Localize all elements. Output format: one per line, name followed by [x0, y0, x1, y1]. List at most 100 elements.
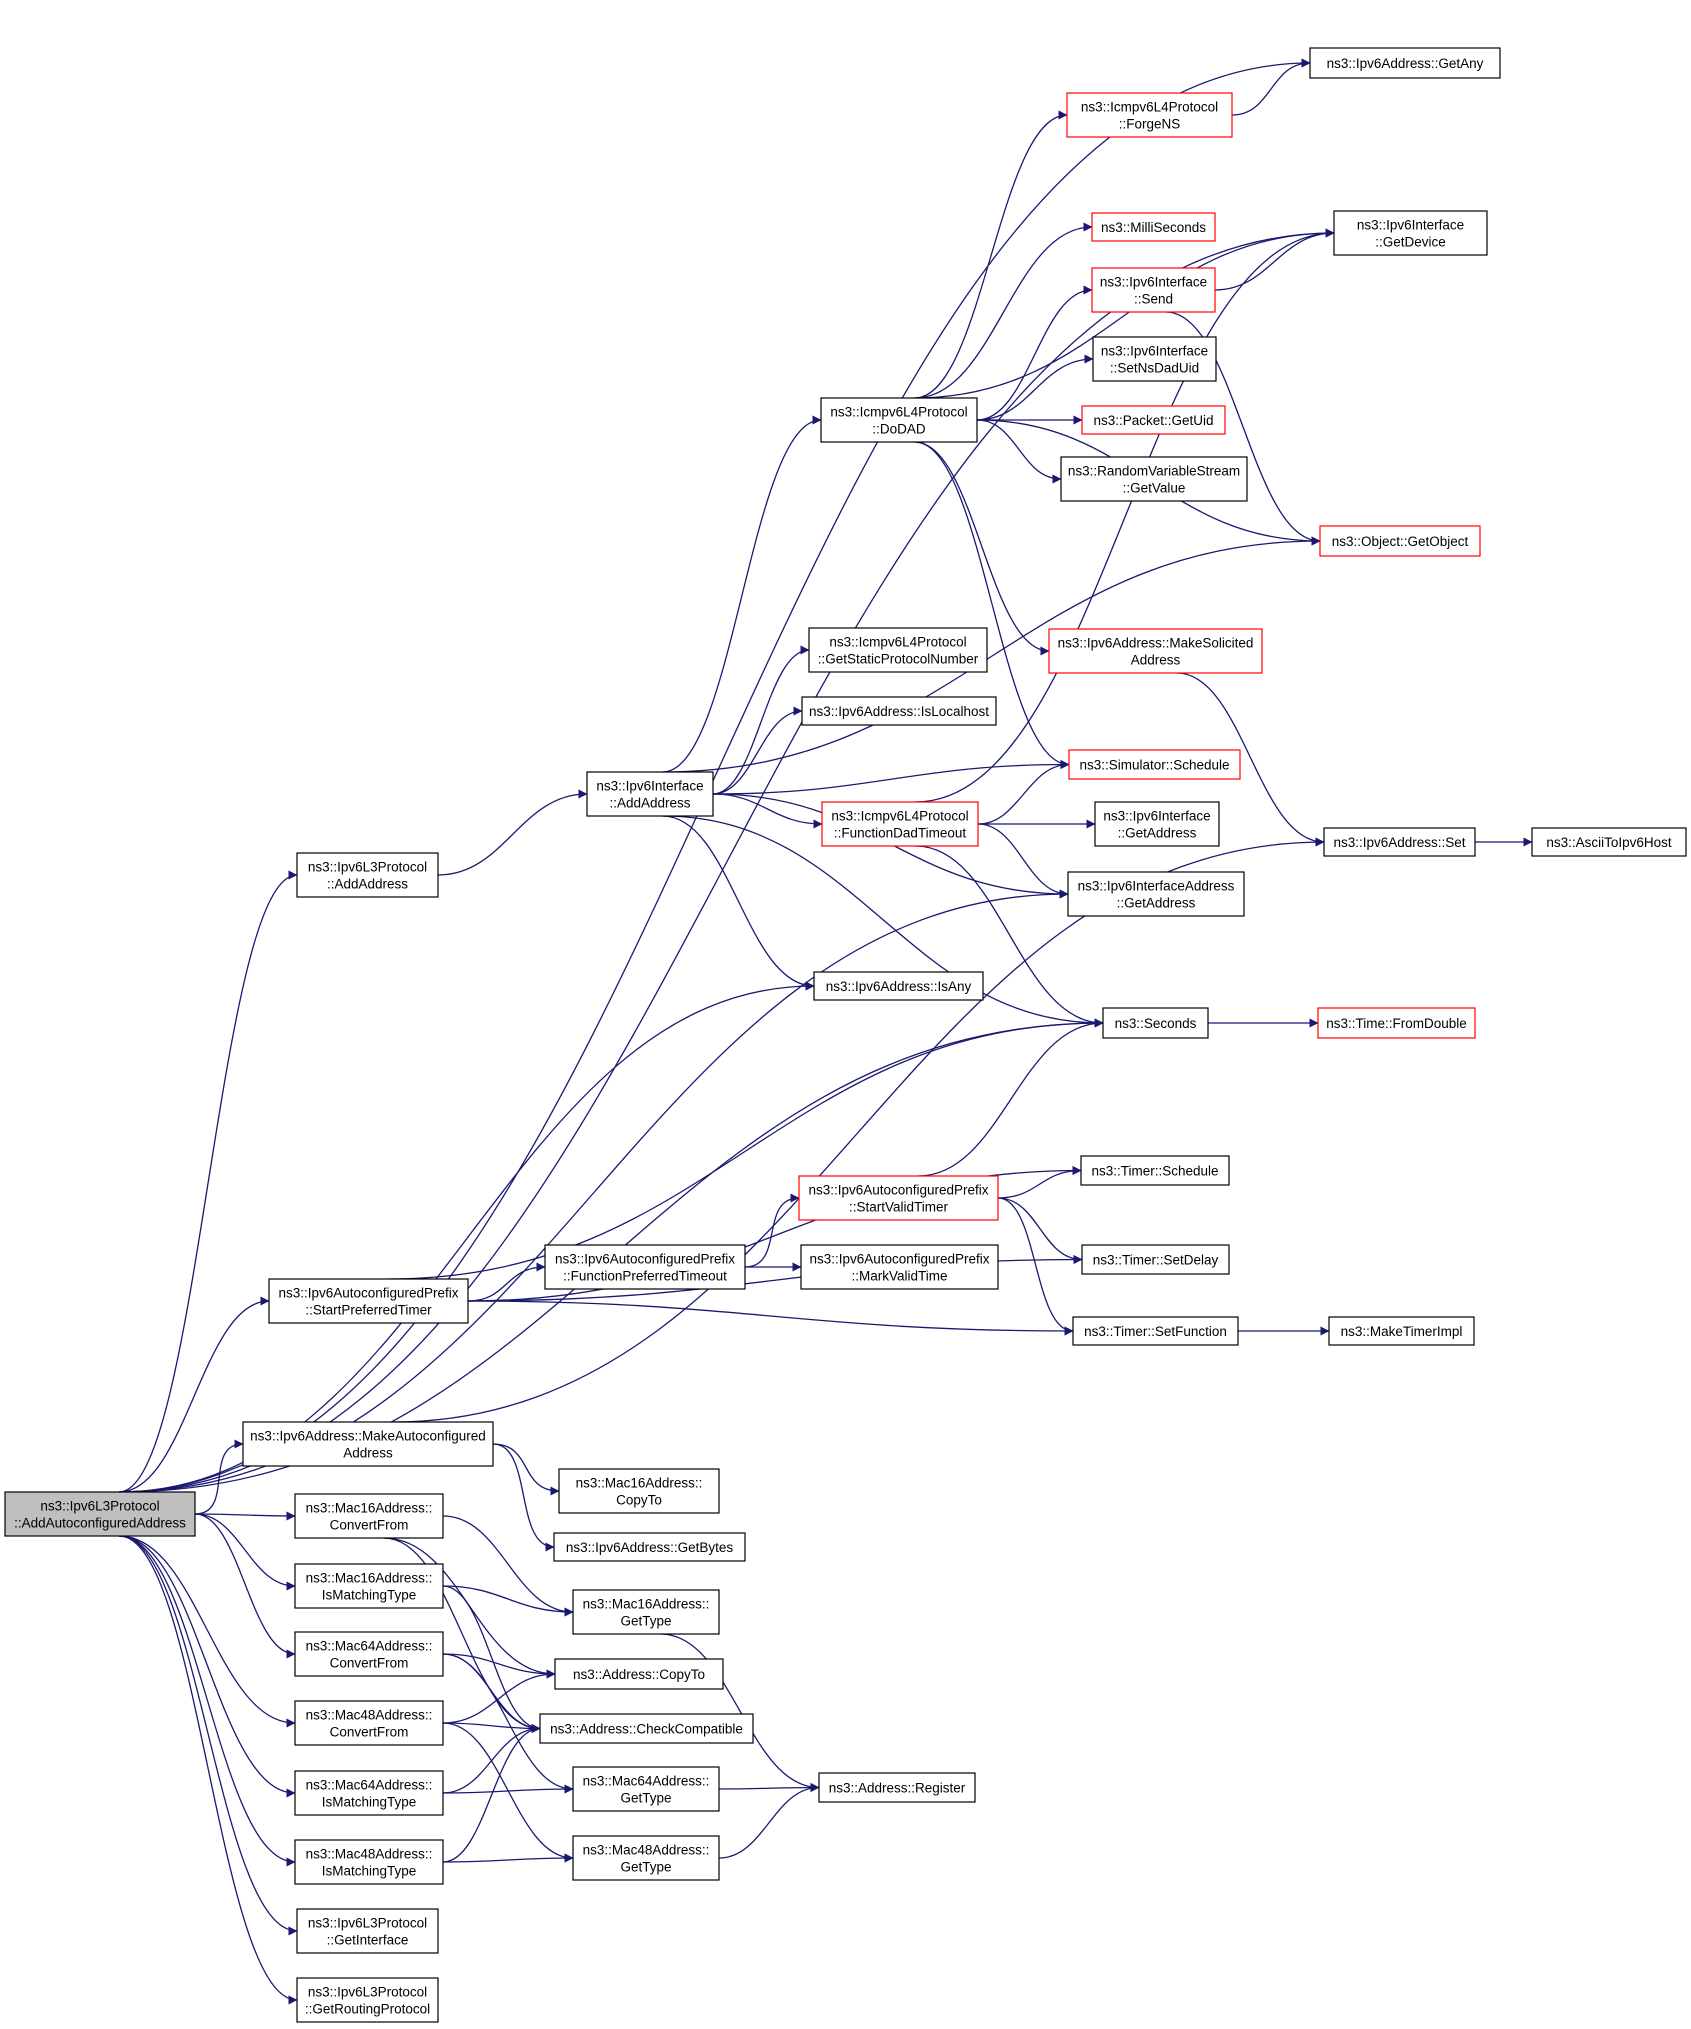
node-isany[interactable]: ns3::Ipv6Address::IsAny — [813, 971, 984, 1001]
edge-ifaddaddr-to-isany — [662, 815, 815, 991]
node-maketimer[interactable]: ns3::MakeTimerImpl — [1328, 1316, 1475, 1346]
node-label-line: ns3::Ipv6Interface — [1357, 218, 1464, 233]
node-m64match[interactable]: ns3::Mac64Address::IsMatchingType — [294, 1770, 444, 1816]
node-ifsend[interactable]: ns3::Ipv6Interface::Send — [1091, 267, 1216, 313]
node-dodad[interactable]: ns3::Icmpv6L4Protocol::DoDAD — [820, 397, 978, 443]
node-label-line: ns3::Ipv6Interface — [596, 779, 703, 794]
node-label-line: ns3::Ipv6AutoconfiguredPrefix — [555, 1252, 735, 1267]
node-label-line: ns3::Icmpv6L4Protocol — [1081, 100, 1218, 115]
node-m48match[interactable]: ns3::Mac48Address::IsMatchingType — [294, 1839, 444, 1885]
edge-fdadto-to-ifaddrget — [977, 823, 1069, 899]
node-root[interactable]: ns3::Ipv6L3Protocol::AddAutoconfiguredAd… — [4, 1491, 196, 1537]
node-label-line: ns3::Ipv6AutoconfiguredPrefix — [809, 1252, 989, 1267]
node-m64conv[interactable]: ns3::Mac64Address::ConvertFrom — [294, 1631, 444, 1677]
edge-root-to-getrouting — [118, 1535, 298, 2005]
node-register[interactable]: ns3::Address::Register — [818, 1772, 976, 1803]
node-ifaddaddr[interactable]: ns3::Ipv6Interface::AddAddress — [586, 771, 714, 817]
node-box — [572, 1589, 720, 1635]
node-l3addaddr[interactable]: ns3::Ipv6L3Protocol::AddAddress — [296, 852, 439, 898]
node-simsched[interactable]: ns3::Simulator::Schedule — [1068, 749, 1241, 780]
node-setfunc[interactable]: ns3::Timer::SetFunction — [1072, 1316, 1239, 1346]
node-label-line: ns3::Ipv6Address::IsAny — [826, 979, 972, 994]
node-rvsget[interactable]: ns3::RandomVariableStream::GetValue — [1060, 456, 1248, 502]
node-millis[interactable]: ns3::MilliSeconds — [1091, 212, 1216, 242]
edge-dodad-to-rvsget — [976, 419, 1062, 484]
node-label-line: ns3::Ipv6InterfaceAddress — [1078, 879, 1235, 894]
node-label-line: ::MarkValidTime — [851, 1269, 947, 1284]
edge-dodad-to-getdevice — [914, 228, 1335, 399]
node-getstatic[interactable]: ns3::Icmpv6L4Protocol::GetStaticProtocol… — [808, 627, 988, 673]
node-startvalid[interactable]: ns3::Ipv6AutoconfiguredPrefix::StartVali… — [798, 1175, 999, 1221]
edge-root-to-getany — [118, 58, 1311, 1493]
edge-dodad-to-millis — [914, 222, 1093, 399]
node-checkcompat[interactable]: ns3::Address::CheckCompatible — [539, 1713, 754, 1744]
node-getobject[interactable]: ns3::Object::GetObject — [1319, 525, 1481, 557]
node-box — [798, 1175, 999, 1221]
edge-fpreft-to-startvalid — [744, 1193, 800, 1268]
edge-startvalid-to-timersched — [997, 1166, 1082, 1199]
edge-makeauto-to-m16copyto — [492, 1443, 560, 1496]
node-m64type[interactable]: ns3::Mac64Address::GetType — [572, 1766, 720, 1812]
node-getbytes[interactable]: ns3::Ipv6Address::GetBytes — [553, 1532, 746, 1562]
node-label-line: ConvertFrom — [330, 1725, 409, 1740]
node-getany[interactable]: ns3::Ipv6Address::GetAny — [1309, 47, 1501, 79]
node-label-line: ns3::Address::Register — [829, 1781, 966, 1796]
node-forgens[interactable]: ns3::Icmpv6L4Protocol::ForgeNS — [1066, 92, 1233, 138]
node-box — [1319, 525, 1481, 557]
node-box — [1067, 871, 1245, 917]
node-ipv6set[interactable]: ns3::Ipv6Address::Set — [1323, 827, 1476, 857]
node-addrcopyto[interactable]: ns3::Address::CopyTo — [554, 1658, 724, 1690]
node-m16copyto[interactable]: ns3::Mac16Address::CopyTo — [558, 1468, 720, 1514]
node-label-line: ::GetRoutingProtocol — [305, 2002, 430, 2017]
edge-m64match-to-checkcompat — [442, 1724, 541, 1794]
node-box — [800, 1244, 999, 1290]
node-markvalid[interactable]: ns3::Ipv6AutoconfiguredPrefix::MarkValid… — [800, 1244, 999, 1290]
node-fromdouble[interactable]: ns3::Time::FromDouble — [1317, 1007, 1476, 1039]
node-m48conv[interactable]: ns3::Mac48Address::ConvertFrom — [294, 1700, 444, 1746]
node-label-line: Address — [1131, 653, 1181, 668]
node-m16type[interactable]: ns3::Mac16Address::GetType — [572, 1589, 720, 1635]
node-seconds[interactable]: ns3::Seconds — [1102, 1007, 1209, 1039]
node-fpreft[interactable]: ns3::Ipv6AutoconfiguredPrefix::FunctionP… — [544, 1244, 746, 1290]
node-setdelay[interactable]: ns3::Timer::SetDelay — [1081, 1244, 1230, 1275]
node-getiface[interactable]: ns3::Ipv6L3Protocol::GetInterface — [296, 1908, 439, 1954]
node-m16conv[interactable]: ns3::Mac16Address::ConvertFrom — [294, 1493, 444, 1539]
node-label-line: ::GetStaticProtocolNumber — [818, 652, 979, 667]
node-box — [1323, 827, 1476, 857]
node-pktuid[interactable]: ns3::Packet::GetUid — [1081, 405, 1226, 435]
node-m48type[interactable]: ns3::Mac48Address::GetType — [572, 1835, 720, 1881]
edge-makesol-to-ipv6set — [1176, 672, 1325, 847]
node-label-line: ns3::Timer::Schedule — [1091, 1164, 1218, 1179]
node-setnsdad[interactable]: ns3::Ipv6Interface::SetNsDadUid — [1092, 336, 1217, 382]
node-label-line: ::AddAddress — [327, 877, 408, 892]
node-ifaddrget[interactable]: ns3::Ipv6InterfaceAddress::GetAddress — [1067, 871, 1245, 917]
node-makeauto[interactable]: ns3::Ipv6Address::MakeAutoconfiguredAddr… — [242, 1421, 494, 1467]
node-islocal[interactable]: ns3::Ipv6Address::IsLocalhost — [801, 696, 997, 726]
node-label-line: ::AddAddress — [609, 796, 690, 811]
node-getrouting[interactable]: ns3::Ipv6L3Protocol::GetRoutingProtocol — [296, 1977, 439, 2023]
node-label-line: ns3::Ipv6Address::Set — [1333, 835, 1465, 850]
node-label-line: ns3::Ipv6Interface — [1100, 275, 1207, 290]
node-label-line: IsMatchingType — [322, 1795, 417, 1810]
node-ascii[interactable]: ns3::AsciiToIpv6Host — [1531, 827, 1687, 857]
node-box — [1094, 801, 1220, 847]
edge-startvalid-to-seconds — [918, 1018, 1104, 1177]
node-box — [586, 771, 714, 817]
node-box — [553, 1532, 746, 1562]
node-startpref[interactable]: ns3::Ipv6AutoconfiguredPrefix::StartPref… — [268, 1278, 469, 1324]
node-label-line: ::GetInterface — [327, 1933, 409, 1948]
node-fdadto[interactable]: ns3::Icmpv6L4Protocol::FunctionDadTimeou… — [821, 801, 979, 847]
node-m16match[interactable]: ns3::Mac16Address::IsMatchingType — [294, 1563, 444, 1609]
node-ifgetaddr[interactable]: ns3::Ipv6Interface::GetAddress — [1094, 801, 1220, 847]
edge-root-to-getiface — [118, 1535, 298, 1936]
node-label-line: ns3::Mac48Address:: — [583, 1843, 710, 1858]
node-getdevice[interactable]: ns3::Ipv6Interface::GetDevice — [1333, 210, 1488, 256]
edge-ifaddaddr-to-getobject — [662, 536, 1321, 773]
node-label-line: ns3::RandomVariableStream — [1068, 464, 1240, 479]
node-label-line: ns3::Ipv6Address::GetAny — [1327, 56, 1484, 71]
node-label-line: ns3::Ipv6L3Protocol — [308, 1916, 427, 1931]
node-box — [572, 1766, 720, 1812]
edge-m64conv-to-m64type — [442, 1653, 574, 1794]
node-timersched[interactable]: ns3::Timer::Schedule — [1080, 1155, 1230, 1186]
